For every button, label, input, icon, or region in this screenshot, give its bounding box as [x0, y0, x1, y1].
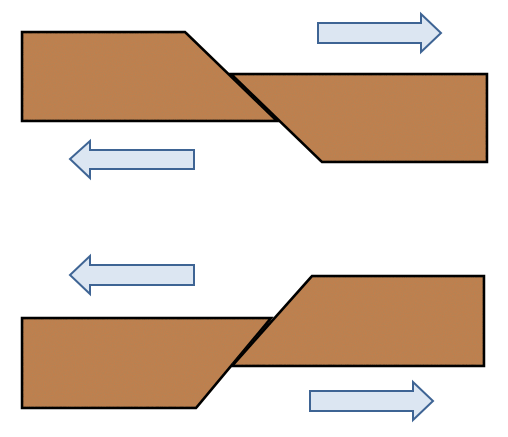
bottom-right-arrow	[309, 379, 435, 423]
top-left-block-outline	[20, 30, 281, 123]
bottom-left-block-outline	[20, 316, 274, 410]
top-right-arrow	[317, 11, 443, 55]
bottom-panel	[20, 253, 486, 423]
top-right-block-outline	[227, 72, 489, 164]
bottom-right-block-outline	[229, 274, 486, 368]
bottom-left-arrow	[68, 253, 195, 297]
top-left-arrow	[68, 138, 195, 181]
top-panel	[20, 11, 489, 181]
